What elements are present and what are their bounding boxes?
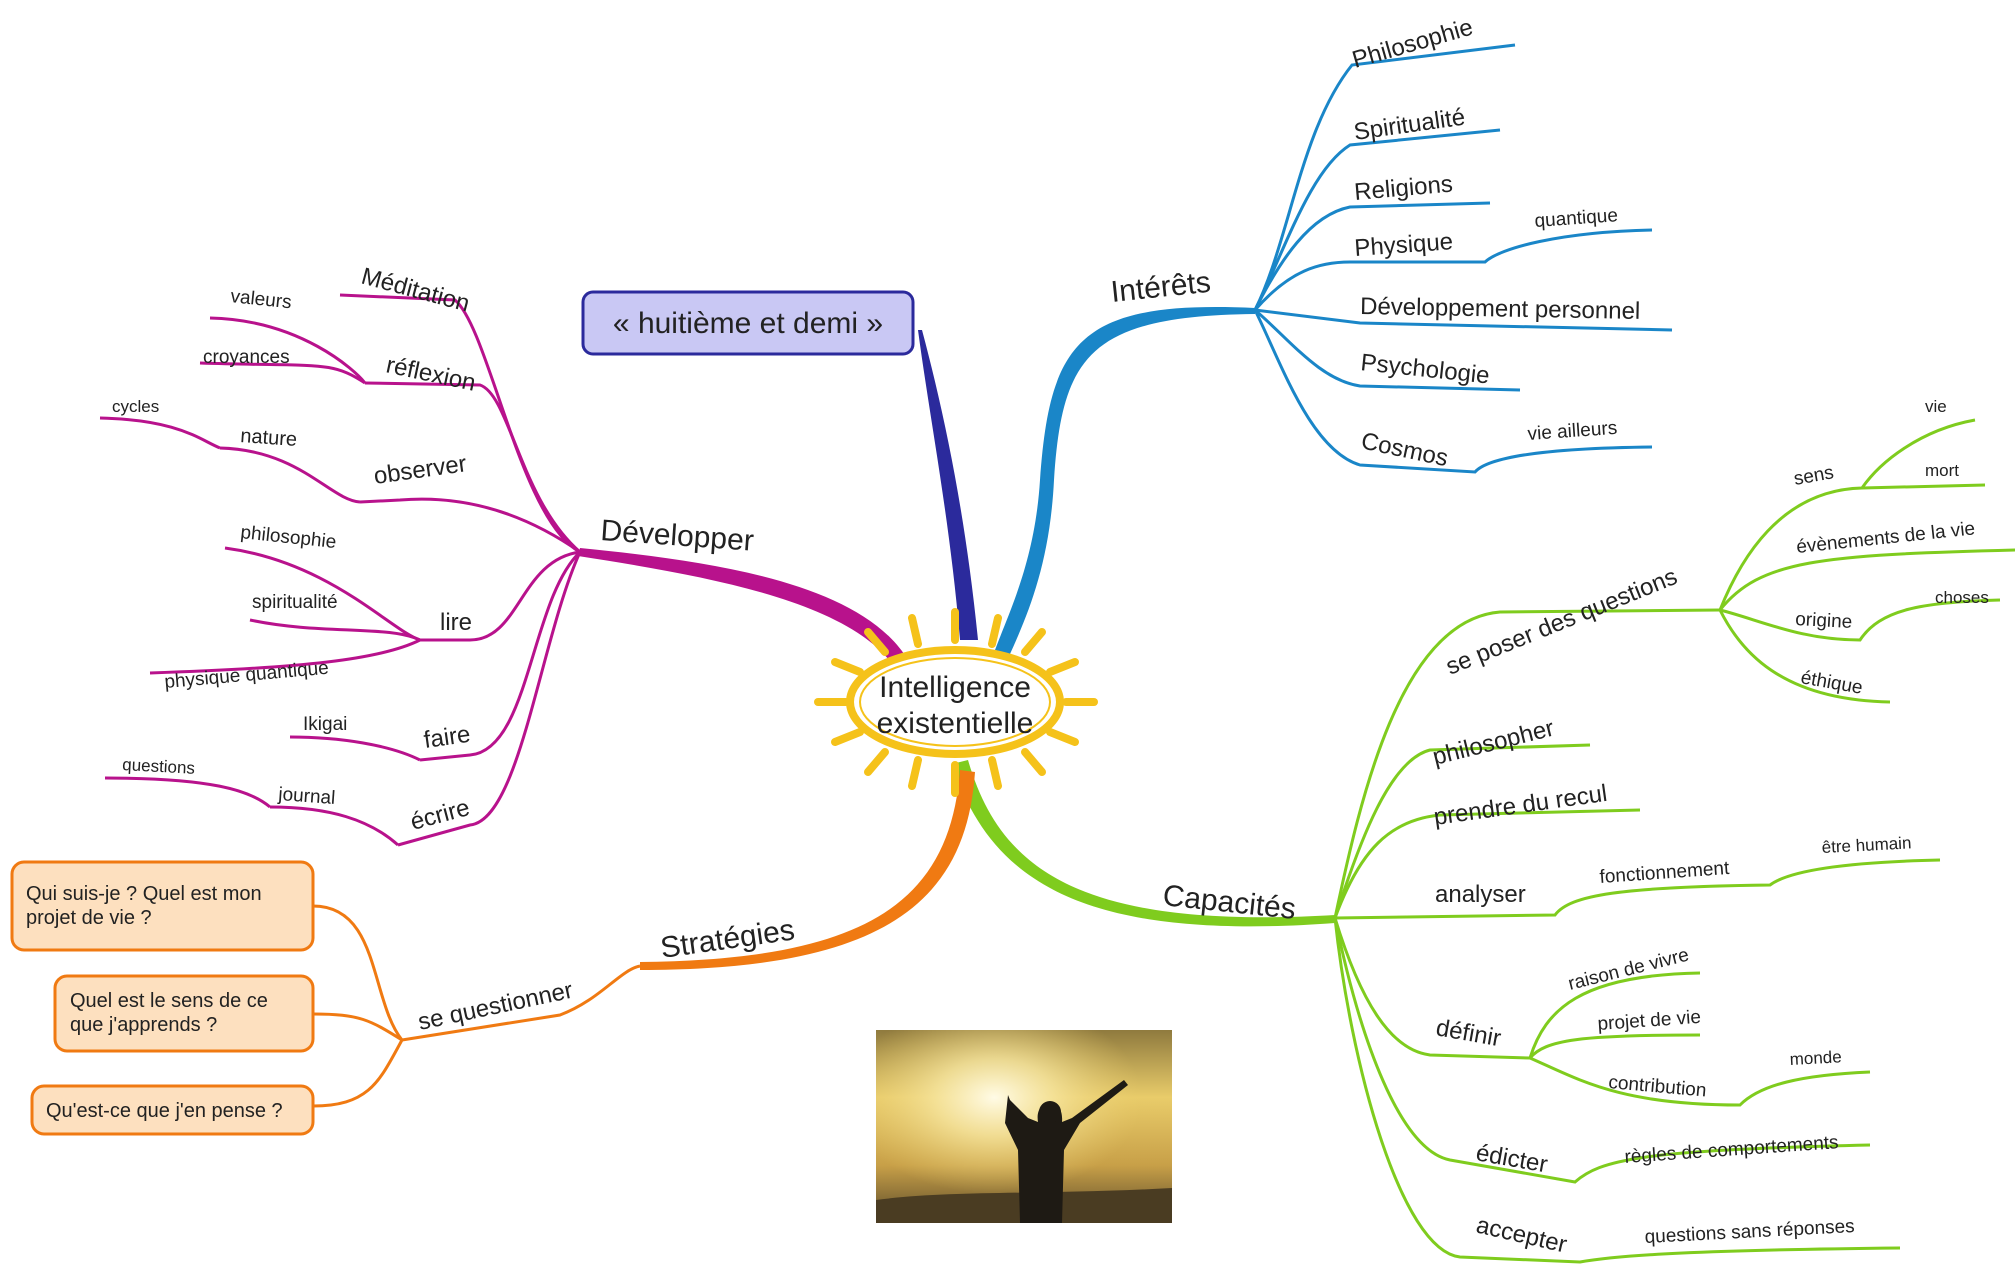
callout-box	[581, 290, 915, 356]
developper-questions: questions	[122, 755, 196, 778]
developper-faire: faire	[422, 721, 472, 754]
capacites-questions-sans: questions sans réponses	[1644, 1216, 1855, 1248]
developper-valeurs: valeurs	[229, 286, 292, 313]
developper-cycles: cycles	[112, 397, 159, 416]
developper-journal: journal	[277, 784, 336, 809]
capacites-origine: origine	[1795, 609, 1853, 633]
question-box-3	[30, 1084, 315, 1136]
developper-croyances: croyances	[203, 347, 290, 368]
interets-label: Intérêts	[1109, 266, 1212, 309]
interets-religions: Religions	[1353, 170, 1454, 206]
interets-vie-ailleurs: vie ailleurs	[1527, 418, 1618, 445]
developper-physique-quantique: physique quantique	[164, 658, 330, 693]
question-box-2-line2: que j'apprends ?	[70, 1014, 217, 1036]
developper-observer: observer	[372, 450, 468, 490]
capacites-mort: mort	[1925, 461, 1959, 480]
developper-ecrire: écrire	[408, 794, 473, 836]
callout-text: « huitième et demi »	[613, 307, 883, 340]
capacites-definir: définir	[1434, 1014, 1503, 1052]
interets-developpement: Développement personnel	[1360, 293, 1641, 325]
capacites-raison-vivre: raison de vivre	[1566, 945, 1691, 995]
branch-strategies	[640, 770, 975, 970]
capacites-prendre-recul: prendre du recul	[1432, 780, 1609, 831]
capacites-accepter: accepter	[1474, 1212, 1570, 1259]
question-box-3-text: Qu'est-ce que j'en pense ?	[46, 1100, 283, 1122]
developper-lire: lire	[440, 609, 472, 636]
interets-branch	[1253, 43, 1673, 474]
interets-quantique: quantique	[1534, 205, 1619, 232]
sun-icon	[814, 608, 1098, 797]
branch-capacites	[952, 760, 1335, 927]
developper-meditation: Méditation	[358, 263, 472, 318]
capacites-se-poser: se poser des questions	[1442, 563, 1681, 680]
capacites-choses: choses	[1935, 588, 1989, 607]
developper-spiritualite: spiritualité	[252, 592, 338, 613]
capacites-sens: sens	[1792, 462, 1835, 490]
branch-developper	[578, 548, 908, 668]
center-title-line2: existentielle	[877, 707, 1034, 740]
capacites-analyser: analyser	[1435, 881, 1526, 908]
question-box-1-line2: projet de vie ?	[26, 907, 152, 929]
capacites-fonctionnement: fonctionnement	[1599, 858, 1731, 888]
capacites-etre-humain: être humain	[1821, 833, 1912, 857]
developper-reflexion: réflexion	[384, 351, 478, 396]
capacites-monde: monde	[1789, 1047, 1842, 1069]
center-node-inner	[859, 657, 1051, 747]
capacites-regles: règles de comportements	[1624, 1132, 1839, 1168]
strategies-branch	[312, 904, 641, 1108]
question-box-2	[53, 974, 315, 1053]
question-box-1-line1: Qui suis-je ? Quel est mon	[26, 883, 262, 905]
capacites-branch	[1333, 418, 2015, 1264]
center-node-outer	[846, 646, 1064, 758]
capacites-projet-vie: projet de vie	[1597, 1007, 1702, 1035]
capacites-philosopher: philosopher	[1430, 715, 1557, 771]
question-box-1	[10, 860, 315, 952]
person-raising-arms-sunrise-photo	[876, 1030, 1172, 1223]
capacites-contribution: contribution	[1608, 1072, 1708, 1101]
branch-callout-connector	[918, 330, 978, 640]
developper-branch	[99, 293, 582, 847]
interets-psychologie: Psychologie	[1359, 349, 1491, 389]
capacites-vie: vie	[1925, 397, 1947, 416]
interets-philosophie: Philosophie	[1349, 14, 1476, 74]
developper-label: Développer	[600, 514, 755, 558]
branch-interets	[995, 307, 1255, 654]
question-box-2-line1: Quel est le sens de ce	[70, 990, 268, 1012]
center-title-line1: Intelligence	[879, 671, 1031, 704]
strategies-se-questionner: se questionner	[416, 977, 576, 1036]
developper-nature: nature	[240, 425, 298, 451]
developper-ikigai: Ikigai	[303, 714, 347, 735]
interets-physique: Physique	[1354, 228, 1454, 262]
developper-philosophie: philosophie	[239, 522, 337, 553]
capacites-edicter: édicter	[1474, 1139, 1550, 1178]
